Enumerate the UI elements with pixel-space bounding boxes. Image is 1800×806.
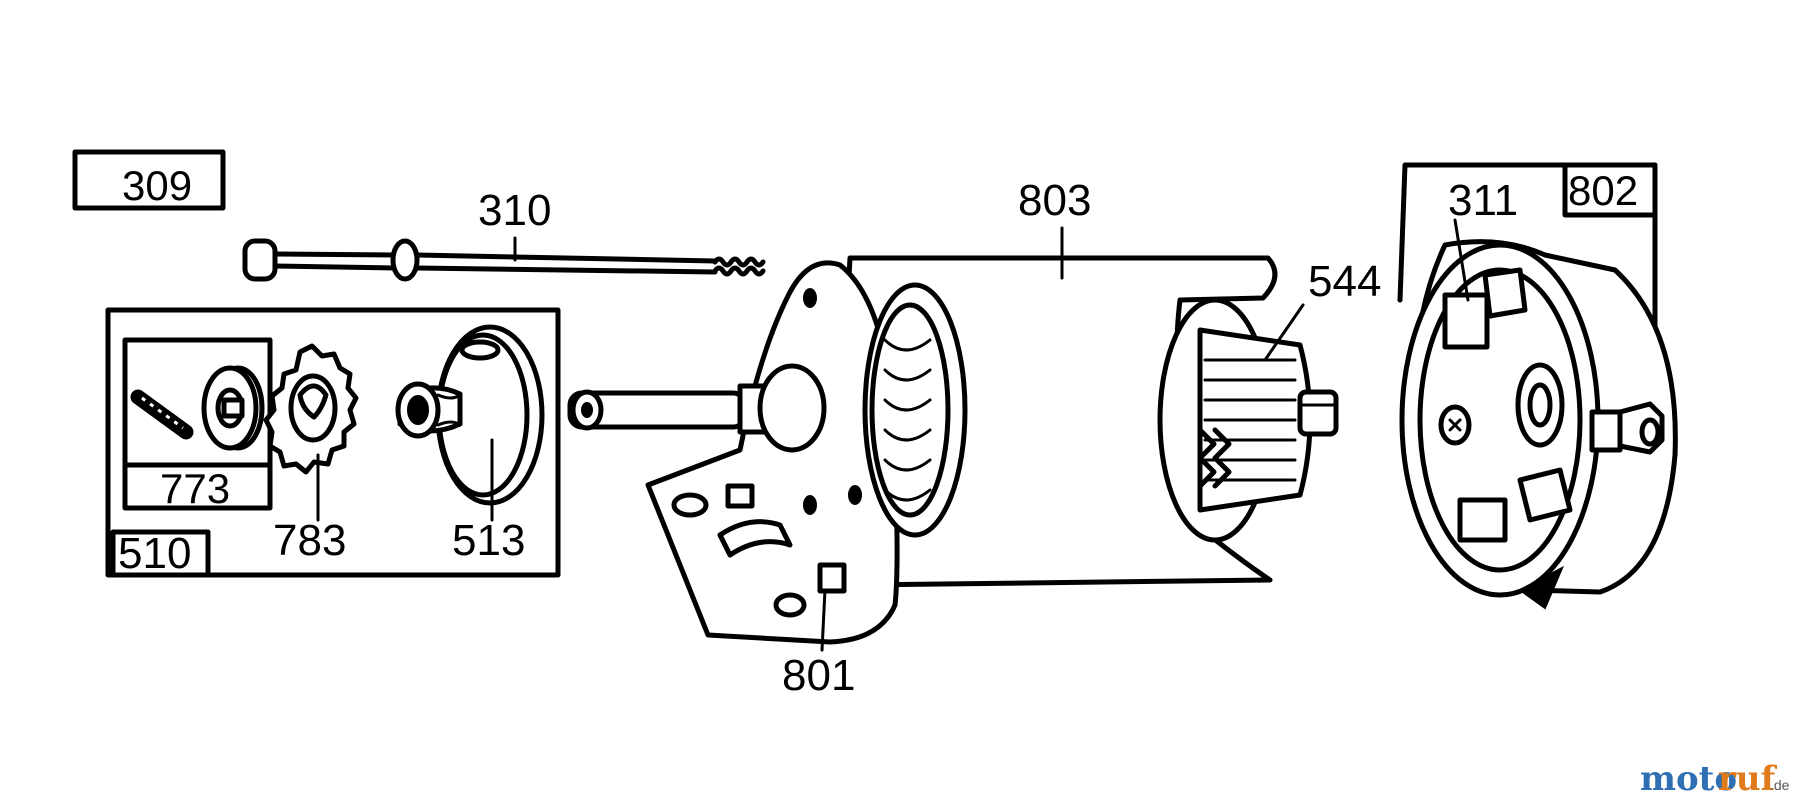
part-309-box: 309 <box>72 149 226 211</box>
label-310: 310 <box>478 186 551 235</box>
end-plate-801: 801 <box>567 260 968 700</box>
label-802: 802 <box>1568 167 1638 214</box>
label-311: 311 <box>1448 176 1518 225</box>
pin-icon <box>130 389 194 440</box>
watermark-logo: moto ruf .de <box>1640 759 1790 799</box>
drive-513: 513 <box>395 324 545 565</box>
part-510-box: 773 510 783 <box>105 307 561 578</box>
collar-icon <box>201 365 265 451</box>
end-cap-802: 802 311 <box>1397 162 1678 610</box>
label-801: 801 <box>782 651 855 700</box>
label-783: 783 <box>273 516 346 565</box>
label-510: 510 <box>118 529 191 578</box>
through-bolt-310: 310 <box>242 186 766 282</box>
watermark-suffix: .de <box>1770 777 1790 793</box>
label-544: 544 <box>1308 257 1381 306</box>
label-803: 803 <box>1018 176 1091 225</box>
watermark-part2: ruf <box>1718 759 1778 799</box>
watermark-part1: moto <box>1640 759 1737 799</box>
label-773: 773 <box>160 465 230 512</box>
label-513: 513 <box>452 516 525 565</box>
gear-783: 783 <box>263 343 359 565</box>
label-309: 309 <box>122 162 192 209</box>
